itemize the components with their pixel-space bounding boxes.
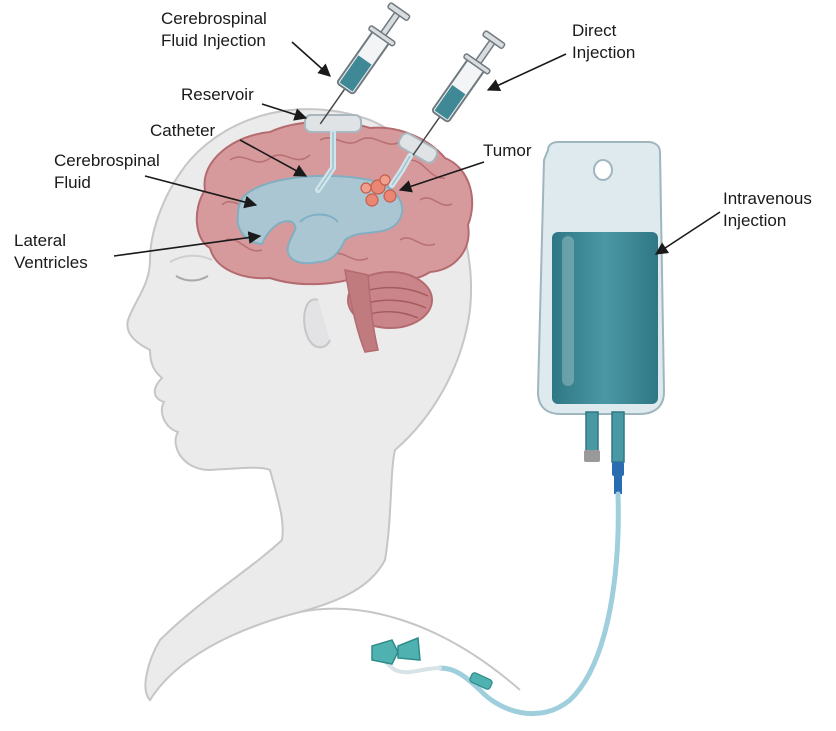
label-iv-injection: Intravenous Injection	[723, 189, 812, 230]
arrow-direct-injection	[488, 54, 566, 90]
svg-text:Direct: Direct	[572, 21, 617, 40]
svg-text:Fluid Injection: Fluid Injection	[161, 31, 266, 50]
label-lateral-ventricles: Lateral Ventricles	[14, 231, 88, 272]
svg-text:Fluid: Fluid	[54, 173, 91, 192]
label-csf-injection: Cerebrospinal Fluid Injection	[161, 9, 267, 50]
svg-text:Cerebrospinal: Cerebrospinal	[161, 9, 267, 28]
svg-text:Intravenous: Intravenous	[723, 189, 812, 208]
arrow-csf-injection	[292, 42, 330, 76]
svg-text:Cerebrospinal: Cerebrospinal	[54, 151, 160, 170]
label-direct-injection: Direct Injection	[572, 21, 635, 62]
iv-tube	[380, 494, 618, 714]
label-reservoir: Reservoir	[181, 85, 254, 104]
svg-text:Injection: Injection	[723, 211, 786, 230]
svg-text:Ventricles: Ventricles	[14, 253, 88, 272]
label-tumor: Tumor	[483, 141, 532, 160]
svg-text:Lateral: Lateral	[14, 231, 66, 250]
svg-text:Injection: Injection	[572, 43, 635, 62]
butterfly-needle-icon	[372, 638, 493, 690]
label-csf: Cerebrospinal Fluid	[54, 151, 160, 192]
iv-bag	[538, 142, 664, 494]
label-catheter: Catheter	[150, 121, 216, 140]
arrow-iv-injection	[656, 212, 720, 254]
